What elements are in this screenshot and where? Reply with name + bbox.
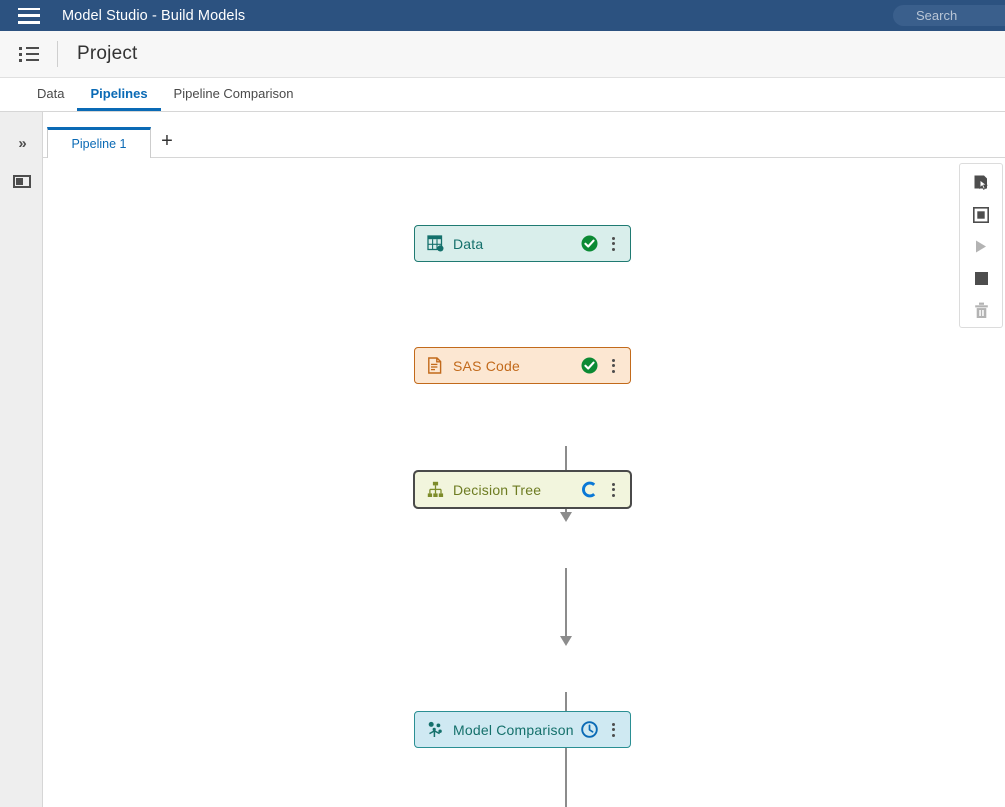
node-menu-model-comparison[interactable] <box>605 722 621 737</box>
pipeline-node-model-comparison[interactable]: Model Comparison <box>414 711 631 748</box>
stop-pipeline-button[interactable] <box>968 268 994 289</box>
pipeline-node-decision-tree[interactable]: Decision Tree <box>413 470 632 509</box>
add-pipeline-button[interactable]: + <box>161 130 173 152</box>
double-chevron-right-icon: » <box>18 134 26 152</box>
play-icon <box>976 240 986 253</box>
trash-icon <box>974 302 988 318</box>
canvas-toolbar <box>959 163 1003 328</box>
pipeline-area: Pipeline 1 + <box>43 112 1005 807</box>
panel-layout-icon <box>12 174 31 188</box>
pipeline-tab-pipeline-1[interactable]: Pipeline 1 <box>47 127 151 158</box>
status-badge-sas-code <box>580 357 599 374</box>
app-title: Model Studio - Build Models <box>62 7 246 24</box>
tab-pipeline-comparison[interactable]: Pipeline Comparison <box>173 86 294 101</box>
project-list-icon[interactable] <box>19 46 39 62</box>
status-badge-model-comparison <box>580 721 599 738</box>
table-grid-icon <box>426 235 444 253</box>
search-placeholder-text: Search <box>916 8 958 23</box>
node-label-model-comparison: Model Comparison <box>453 721 574 738</box>
clock-icon <box>581 721 598 738</box>
pipeline-node-sas-code[interactable]: SAS Code <box>414 347 631 384</box>
green-check-icon <box>581 235 598 252</box>
node-label-decision-tree: Decision Tree <box>453 481 542 498</box>
expand-panel-button[interactable]: » <box>0 124 43 162</box>
pipeline-tab-strip: Pipeline 1 + <box>43 112 1005 158</box>
pipeline-canvas[interactable]: Data <box>43 158 1005 807</box>
node-menu-decision-tree[interactable] <box>605 482 621 497</box>
tab-data[interactable]: Data <box>37 86 65 101</box>
select-tool-button[interactable] <box>968 172 994 193</box>
main-body: » Pipeline 1 + <box>0 112 1005 807</box>
search-input[interactable]: Search <box>893 5 1005 26</box>
node-menu-data[interactable] <box>605 236 621 251</box>
bordered-square-icon <box>973 206 989 223</box>
model-comparison-icon <box>426 721 444 739</box>
node-menu-sas-code[interactable] <box>605 358 621 373</box>
connector-decision-tree-to-model-comparison <box>565 692 567 807</box>
green-check-icon <box>581 357 598 374</box>
header-divider <box>57 41 58 67</box>
run-pipeline-button[interactable] <box>968 236 994 257</box>
node-label-sas-code: SAS Code <box>453 357 520 374</box>
hamburger-menu-icon[interactable] <box>18 7 40 24</box>
node-label-data: Data <box>453 235 484 252</box>
blue-spinner-icon <box>582 481 596 498</box>
toggle-node-panel-button[interactable] <box>0 162 43 200</box>
delete-node-button[interactable] <box>968 300 994 321</box>
code-document-icon <box>426 357 444 375</box>
connector-sas-code-to-decision-tree <box>565 568 567 638</box>
node-properties-tool-button[interactable] <box>968 204 994 225</box>
status-badge-data <box>580 235 599 252</box>
tab-pipelines[interactable]: Pipelines <box>77 87 161 111</box>
tree-hierarchy-icon <box>426 481 444 499</box>
stop-square-icon <box>974 272 988 285</box>
project-header-bar: Project <box>0 31 1005 78</box>
pipeline-node-data[interactable]: Data <box>414 225 631 262</box>
connector-arrow-sas-code <box>560 512 572 522</box>
main-tab-bar: Data Pipelines Pipeline Comparison <box>0 78 1005 112</box>
connector-arrow-decision-tree <box>560 636 572 646</box>
page-title: Project <box>77 43 138 64</box>
page-pointer-icon <box>974 175 988 190</box>
status-badge-decision-tree <box>580 481 599 498</box>
app-header-bar: Model Studio - Build Models Search <box>0 0 1005 31</box>
left-rail: » <box>0 112 43 807</box>
